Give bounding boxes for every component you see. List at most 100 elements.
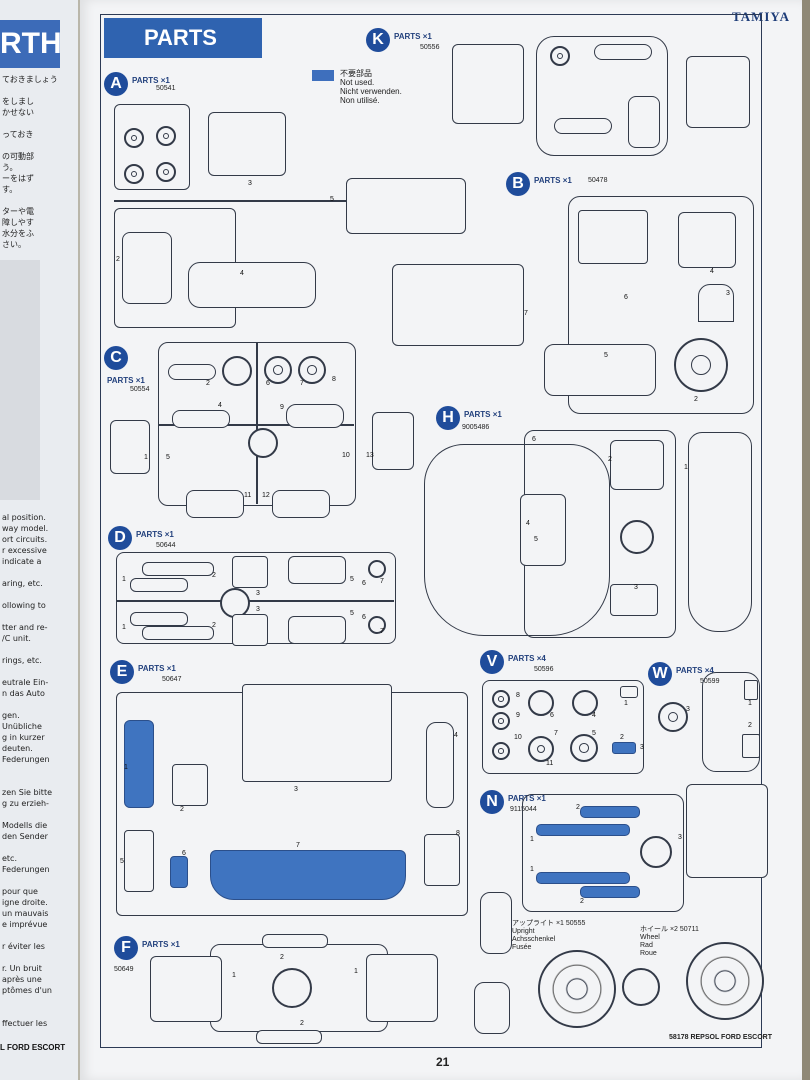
previous-page-middle-line <box>2 996 52 1007</box>
section-c-label: PARTS ×1 <box>107 376 145 385</box>
previous-page-top-line: さい。 <box>2 240 26 249</box>
section-d-letter: D <box>108 526 132 550</box>
part-b3-clip <box>698 284 734 322</box>
upright-part <box>474 982 510 1034</box>
part-f1-arm <box>150 956 222 1022</box>
previous-page-middle-line: ffectuer les <box>2 1019 48 1028</box>
section-a-letter: A <box>104 72 128 96</box>
previous-page-middle-line: Federungen <box>2 865 50 874</box>
previous-page-middle-line: rings, etc. <box>2 656 42 665</box>
part-d2-rod <box>130 578 188 592</box>
wheel-jp: ホイール ×2 <box>640 926 678 933</box>
upright-label: アップライト ×1 50555 Upright Achsschenkel Fus… <box>512 920 585 952</box>
sprue-k <box>536 36 668 156</box>
section-v-letter: V <box>480 650 504 674</box>
section-v-code: 50596 <box>534 666 554 673</box>
part-w3-washer <box>658 702 688 732</box>
previous-page-photo <box>0 260 40 500</box>
runner-c <box>256 342 258 504</box>
sprue-v <box>482 680 644 774</box>
part-e4-stay <box>426 722 454 808</box>
part-w2-hex <box>742 734 760 758</box>
previous-page-middle-line <box>2 1007 52 1018</box>
previous-page-middle-line <box>2 611 52 622</box>
runner-d <box>116 600 394 602</box>
part-b4-bulkhead <box>678 212 736 268</box>
section-c-letter: C <box>104 346 128 370</box>
previous-page-middle-line <box>2 930 52 941</box>
previous-page-middle-line: den Sender <box>2 832 48 841</box>
previous-page-middle-line <box>2 699 52 710</box>
previous-page-top-line: かせない <box>2 108 34 117</box>
part-e5-bracket <box>124 830 154 892</box>
previous-page-middle-line: n das Auto <box>2 689 45 698</box>
runner-c-hub <box>248 428 278 458</box>
part-n2-blue-rod <box>580 806 640 818</box>
section-e-code: 50647 <box>162 676 182 683</box>
footer-model-name: 58178 REPSOL FORD ESCORT <box>669 1034 772 1041</box>
previous-page-middle-line: r. Un bruit <box>2 964 42 973</box>
runner-h-hub <box>620 520 654 554</box>
part-a4-damper-stay <box>188 262 316 308</box>
previous-page-middle-line <box>2 567 52 578</box>
part-h1-rear-window <box>688 432 752 632</box>
previous-page-top-line: ターや電 <box>2 207 34 216</box>
part-e7-lower-deck <box>210 850 406 900</box>
not-used-legend-swatch <box>312 70 334 81</box>
part-d1-rod <box>142 626 214 640</box>
previous-page-middle-line: ort circuits. <box>2 535 48 544</box>
part-v9-ball <box>492 712 510 730</box>
previous-page-middle-line: Modells die <box>2 821 48 830</box>
previous-page-top-line: っておき <box>2 130 34 139</box>
previous-page-middle-line: Unübliche <box>2 722 42 731</box>
previous-page-top-line: 水分をふ <box>2 229 34 238</box>
part-h2-mirror-set <box>610 440 664 490</box>
part-v7-cup <box>528 736 554 762</box>
legend-fr: Non utilisé. <box>340 96 380 105</box>
wheel-de: Rad <box>640 942 653 949</box>
upright-code: 50555 <box>565 920 586 927</box>
page-number: 21 <box>436 1055 450 1069</box>
previous-page-middle-line <box>2 952 52 963</box>
part-c13-bracket <box>372 412 414 470</box>
part-d5-cups <box>288 616 346 644</box>
previous-page-top-line <box>2 85 58 96</box>
part-b2-spur-gear <box>674 338 728 392</box>
previous-page-middle-line: tter and re- <box>2 623 48 632</box>
previous-page-top-line: の可動部 <box>2 152 34 161</box>
page-frame <box>100 14 762 1048</box>
previous-page-top-line <box>2 118 58 129</box>
section-h-label: PARTS ×1 <box>464 410 502 419</box>
part-a5-bumper <box>346 178 466 234</box>
section-e-label: PARTS ×1 <box>138 664 176 673</box>
section-w-label: PARTS ×4 <box>676 666 714 675</box>
section-k-label: PARTS ×1 <box>394 32 432 41</box>
previous-page-middle-line: al position. <box>2 513 46 522</box>
previous-page-middle-line: etc. <box>2 854 17 863</box>
wheel-runner-hub <box>622 968 660 1006</box>
not-used-legend: 不要部品 Not used. Nicht verwenden. Non util… <box>340 69 402 105</box>
part-c12-cup <box>272 490 330 518</box>
section-n-letter: N <box>480 790 504 814</box>
section-n-code: 9115044 <box>510 806 537 813</box>
part-a1-nut <box>156 162 176 182</box>
previous-page-middle-line: zen Sie bitte <box>2 788 52 797</box>
previous-page-text-middle: al position.way model.ort circuits.r exc… <box>2 512 52 1029</box>
section-f-code: 50649 <box>114 966 134 973</box>
part-c6-cup <box>264 356 292 384</box>
section-f-letter: F <box>114 936 138 960</box>
section-a-label: PARTS ×1 <box>132 76 170 85</box>
previous-page-banner: RTH <box>0 20 62 68</box>
runner-n-hub <box>640 836 672 868</box>
part-a1-nut <box>124 128 144 148</box>
section-b-label: PARTS ×1 <box>534 176 572 185</box>
wheel-label: ホイール ×2 50711 Wheel Rad Roue <box>640 926 699 958</box>
part-c9-link <box>286 404 344 428</box>
previous-page-middle-line: igne droite. <box>2 898 48 907</box>
part-h4-h5-wipers <box>520 494 566 566</box>
previous-page-middle-line: ptômes d'un <box>2 986 52 995</box>
part-d3-bracket <box>232 614 268 646</box>
sprue-w <box>702 672 760 772</box>
part-e2-bracket <box>172 764 208 806</box>
previous-page-top-line: ておきましょう <box>2 75 58 84</box>
